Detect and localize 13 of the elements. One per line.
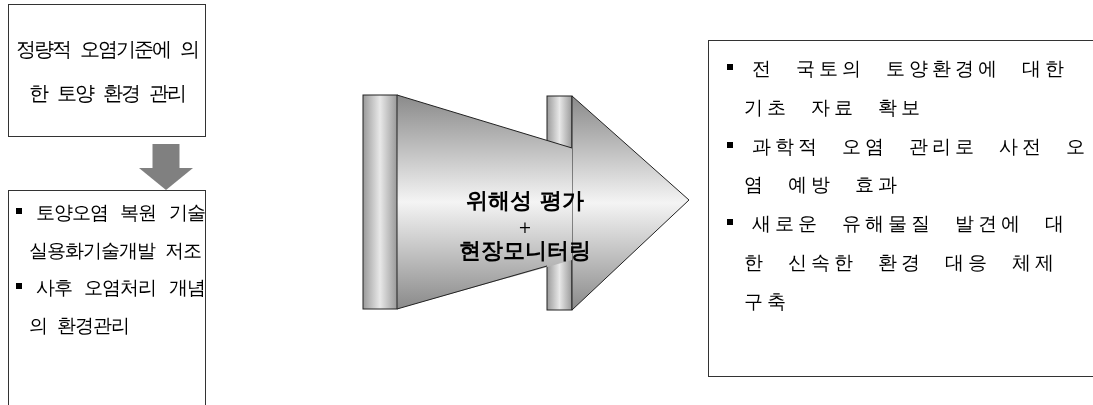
box-text: 정량적 오염기준에 의한 토양 환경 관리 <box>15 36 199 107</box>
arrow-label: 현장모니터링 <box>458 236 592 265</box>
bullet-text: 새로운 유해물질 발견에 대한 신속한 환경 대응 체제 구축 <box>744 204 1090 321</box>
bullet-text: 토양오염 복원 기술 실용화기술개발 저조 <box>16 194 205 269</box>
arrow-label: + <box>517 218 533 237</box>
bullet-text: 사후 오염처리 개념의 환경관리 <box>16 269 205 344</box>
text-box <box>8 4 206 137</box>
down-arrow <box>139 144 193 190</box>
text-box <box>708 40 1093 377</box>
text-box <box>8 190 206 405</box>
bullet-text: 전 국토의 토양환경에 대한 기초 자료 확보 <box>744 49 1090 127</box>
bullet-text: 과학적 오염 관리로 사전 오염 예방 효과 <box>744 126 1090 205</box>
arrow-label: 위해성 평가 <box>465 186 585 215</box>
